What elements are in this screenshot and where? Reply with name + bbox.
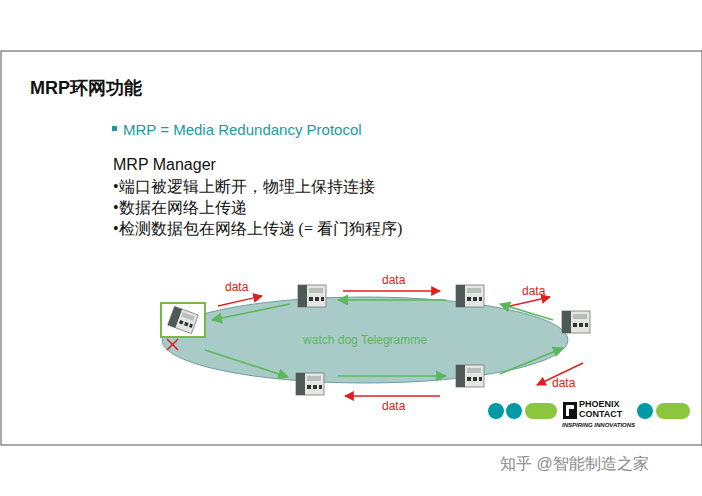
data-label: data [225,281,248,295]
logo-text: PHOENIX [579,400,620,409]
bullet-text: •数据在网络上传递 [113,199,247,217]
ring-label: watch dog Telegramme [303,333,427,347]
bullet-text: •端口被逻辑上断开，物理上保持连接 [113,178,375,196]
logo-slogan: INSPIRING INNOVATIONS [562,422,635,428]
bullet-text: •检测数据包在网络上传递 (= 看门狗程序) [113,220,402,238]
slide-title: MRP环网功能 [30,78,142,99]
watermark: 知乎 @智能制造之家 [500,455,649,473]
data-label: data [382,400,405,414]
ring-network: watch dog Telegramme [160,295,570,385]
data-label: data [522,285,545,299]
data-label: data [382,274,405,288]
logo-text: CONTACT [579,410,622,419]
protocol-line: MRP = Media Redundancy Protocol [123,121,362,138]
section-heading: MRP Manager [113,156,216,174]
data-label: data [552,377,575,391]
